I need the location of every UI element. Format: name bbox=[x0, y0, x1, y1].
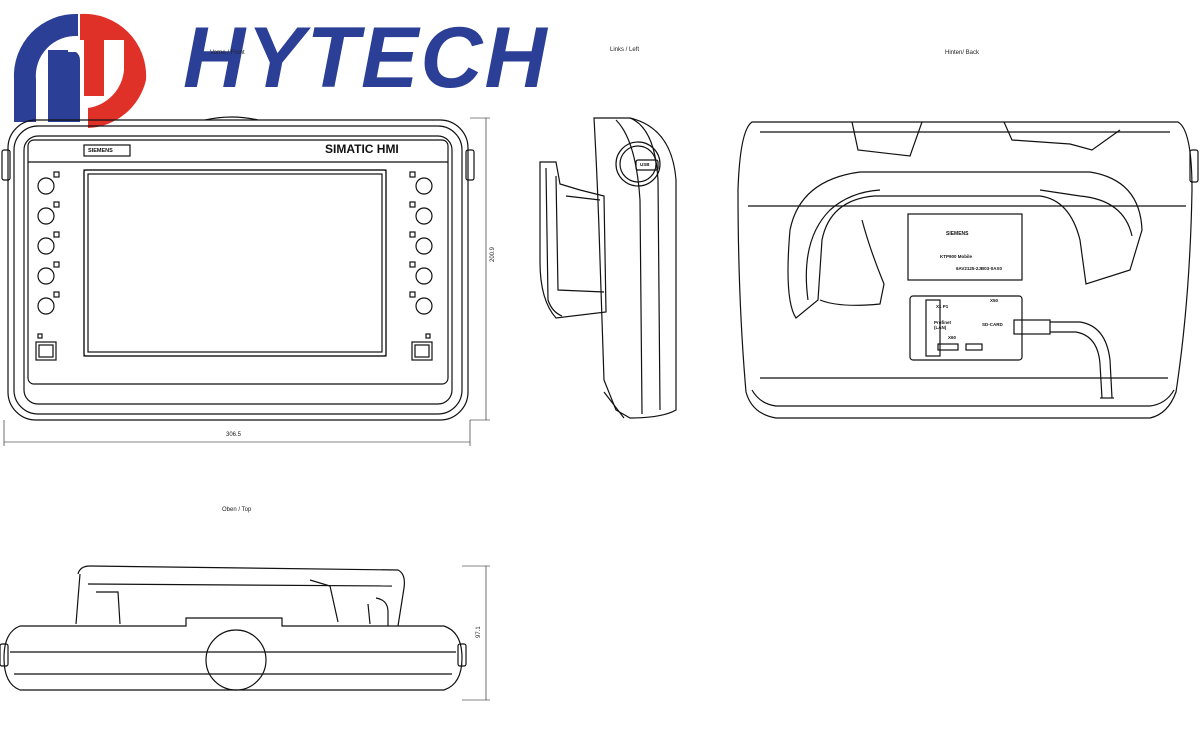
dimension-width: 306.5 bbox=[226, 432, 242, 438]
dimension-height: 200.9 bbox=[490, 246, 496, 262]
top-view bbox=[0, 565, 490, 701]
display-screen bbox=[87, 173, 383, 353]
port-x1-label: X1 P1 bbox=[936, 304, 949, 309]
logo-wordmark: HYTECH bbox=[183, 10, 549, 106]
dimension-depth: 97.1 bbox=[476, 626, 482, 638]
product-label-plate bbox=[907, 213, 1023, 281]
back-label-brand: SIEMENS bbox=[946, 231, 969, 237]
back-view bbox=[737, 121, 1199, 419]
front-view bbox=[1, 116, 490, 446]
company-logo: HYTECH bbox=[8, 0, 588, 130]
left-function-keys bbox=[35, 171, 60, 361]
hy-monogram-icon bbox=[13, 13, 147, 128]
front-outer-housing bbox=[7, 119, 469, 421]
port-profinet-label: Profinet (LAN) bbox=[934, 320, 952, 330]
caption-top: Oben / Top bbox=[222, 507, 252, 513]
port-x50-label: X50 bbox=[990, 298, 999, 303]
caption-front: Vorne / Front bbox=[210, 50, 245, 56]
left-view bbox=[539, 117, 677, 419]
usb-label: USB bbox=[640, 162, 650, 167]
caption-back: Hinten/ Back bbox=[945, 50, 980, 56]
back-label-order: 6AV2125-2JB03-0AX0 bbox=[956, 266, 1002, 271]
caption-left: Links / Left bbox=[610, 47, 640, 53]
display-frame bbox=[83, 169, 387, 357]
simatic-title: SIMATIC HMI bbox=[325, 142, 399, 156]
usb-port-cap bbox=[615, 141, 661, 187]
back-label-model: KTP900 Mobile bbox=[940, 254, 973, 259]
port-panel bbox=[909, 295, 1023, 361]
port-x60-label: X60 bbox=[948, 335, 957, 340]
port-sd-label: SD-CARD bbox=[982, 322, 1003, 327]
right-function-keys bbox=[409, 171, 433, 361]
siemens-badge: SIEMENS bbox=[88, 148, 113, 154]
top-view-knob bbox=[205, 629, 267, 691]
